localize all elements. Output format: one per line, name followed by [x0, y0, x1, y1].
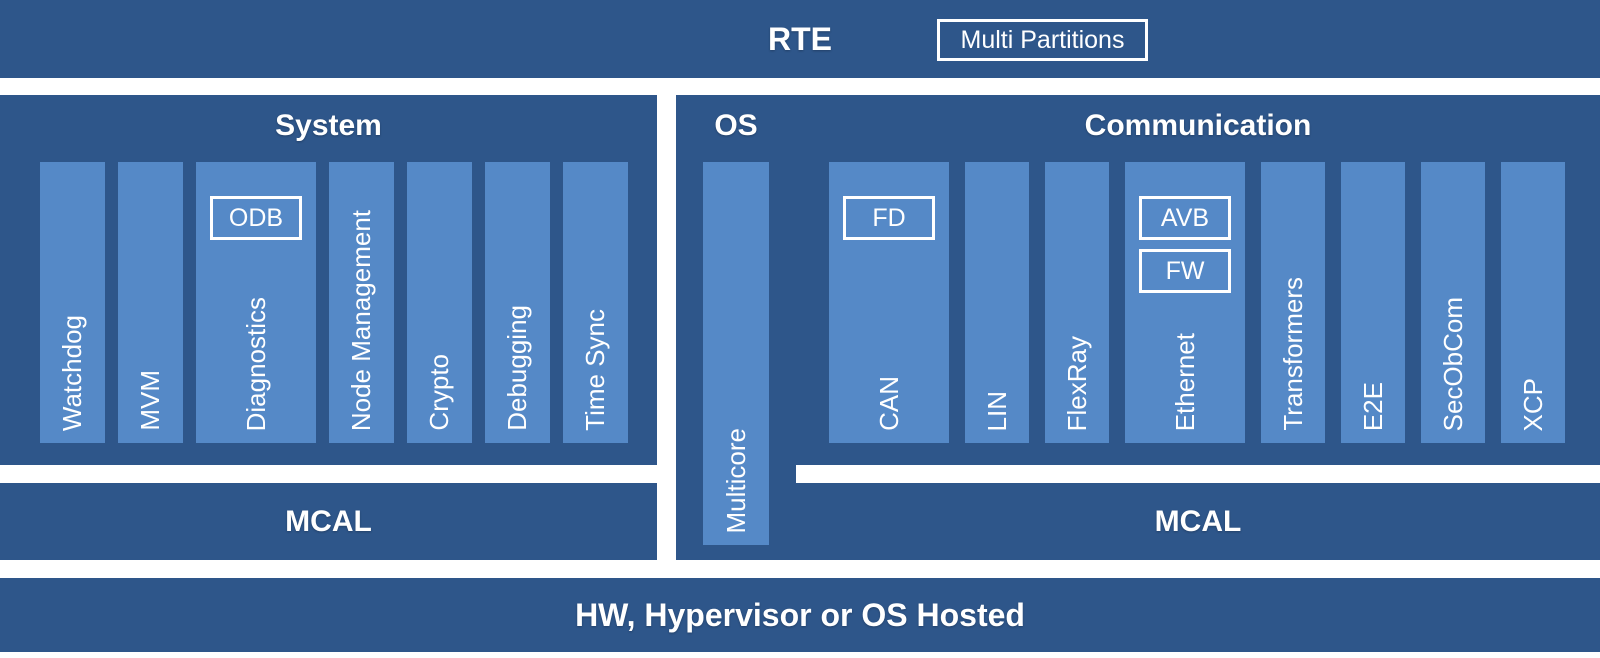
multi-partitions-box: Multi Partitions: [937, 19, 1148, 61]
os-module-bars: Multicore: [676, 162, 796, 545]
sub-feature-boxes: AVB FW: [1125, 196, 1245, 293]
module-bar-diagnostics: ODB Diagnostics: [196, 162, 316, 443]
module-bar-debugging: Debugging: [485, 162, 550, 443]
module-label: Diagnostics: [240, 296, 271, 431]
feature-box-odb: ODB: [210, 196, 302, 240]
mcal-right-label: MCAL: [1154, 504, 1242, 538]
module-label: Transformers: [1277, 277, 1308, 431]
module-bar-lin: LIN: [965, 162, 1029, 443]
module-bar-multicore: Multicore: [703, 162, 769, 545]
module-label: Ethernet: [1169, 332, 1200, 431]
sub-feature-boxes: FD: [829, 196, 949, 240]
communication-module-bars: FD CAN LIN FlexRay AVB FW Ethernet Transformers…: [829, 162, 1565, 443]
module-bar-xcp: XCP: [1501, 162, 1565, 443]
module-label: LIN: [981, 390, 1012, 431]
feature-box-avb: AVB: [1139, 196, 1231, 240]
module-label: FlexRay: [1061, 335, 1092, 431]
module-bar-time-sync: Time Sync: [563, 162, 628, 443]
communication-panel-title: Communication: [1084, 109, 1312, 142]
module-label: Node Management: [346, 209, 376, 431]
communication-panel: Communication FD CAN LIN FlexRay AVB FW Ethern…: [796, 95, 1600, 465]
hw-hypervisor-label: HW, Hypervisor or OS Hosted: [575, 596, 1025, 633]
module-label: Debugging: [502, 305, 532, 431]
multi-partitions-label: Multi Partitions: [960, 25, 1125, 54]
hw-hypervisor-layer: HW, Hypervisor or OS Hosted: [0, 578, 1600, 652]
system-panel-title: System: [275, 109, 382, 142]
module-label: Watchdog: [57, 314, 87, 431]
mcal-right-box: MCAL: [796, 483, 1600, 560]
module-bar-transformers: Transformers: [1261, 162, 1325, 443]
sub-feature-boxes: ODB: [196, 196, 316, 240]
module-bar-flexray: FlexRay: [1045, 162, 1109, 443]
module-bar-crypto: Crypto: [407, 162, 472, 443]
feature-box-fd: FD: [843, 196, 935, 240]
module-label: XCP: [1517, 377, 1548, 431]
module-label: Time Sync: [580, 309, 610, 431]
module-label: E2E: [1357, 381, 1388, 431]
module-bar-node-management: Node Management: [329, 162, 394, 443]
system-module-bars: Watchdog MVM ODB Diagnostics Node Management…: [40, 162, 628, 443]
module-bar-ethernet: AVB FW Ethernet: [1125, 162, 1245, 443]
module-label: Multicore: [720, 427, 751, 533]
module-bar-secobcom: SecObCom: [1421, 162, 1485, 443]
rte-layer: RTE Multi Partitions: [0, 0, 1600, 78]
module-label: SecObCom: [1437, 296, 1468, 431]
module-label: Crypto: [424, 354, 454, 431]
mcal-left-label: MCAL: [285, 504, 372, 538]
system-panel: System Watchdog MVM ODB Diagnostics Node Man…: [0, 95, 657, 465]
module-bar-mvm: MVM: [118, 162, 183, 443]
module-bar-e2e: E2E: [1341, 162, 1405, 443]
module-label: MVM: [135, 370, 165, 431]
feature-box-fw: FW: [1139, 249, 1231, 293]
module-label: CAN: [873, 376, 904, 431]
rte-label: RTE: [768, 21, 832, 57]
mcal-left-box: MCAL: [0, 483, 657, 560]
os-panel-title: OS: [714, 109, 758, 142]
module-bar-watchdog: Watchdog: [40, 162, 105, 443]
os-panel: OS Multicore: [676, 95, 796, 560]
module-bar-can: FD CAN: [829, 162, 949, 443]
